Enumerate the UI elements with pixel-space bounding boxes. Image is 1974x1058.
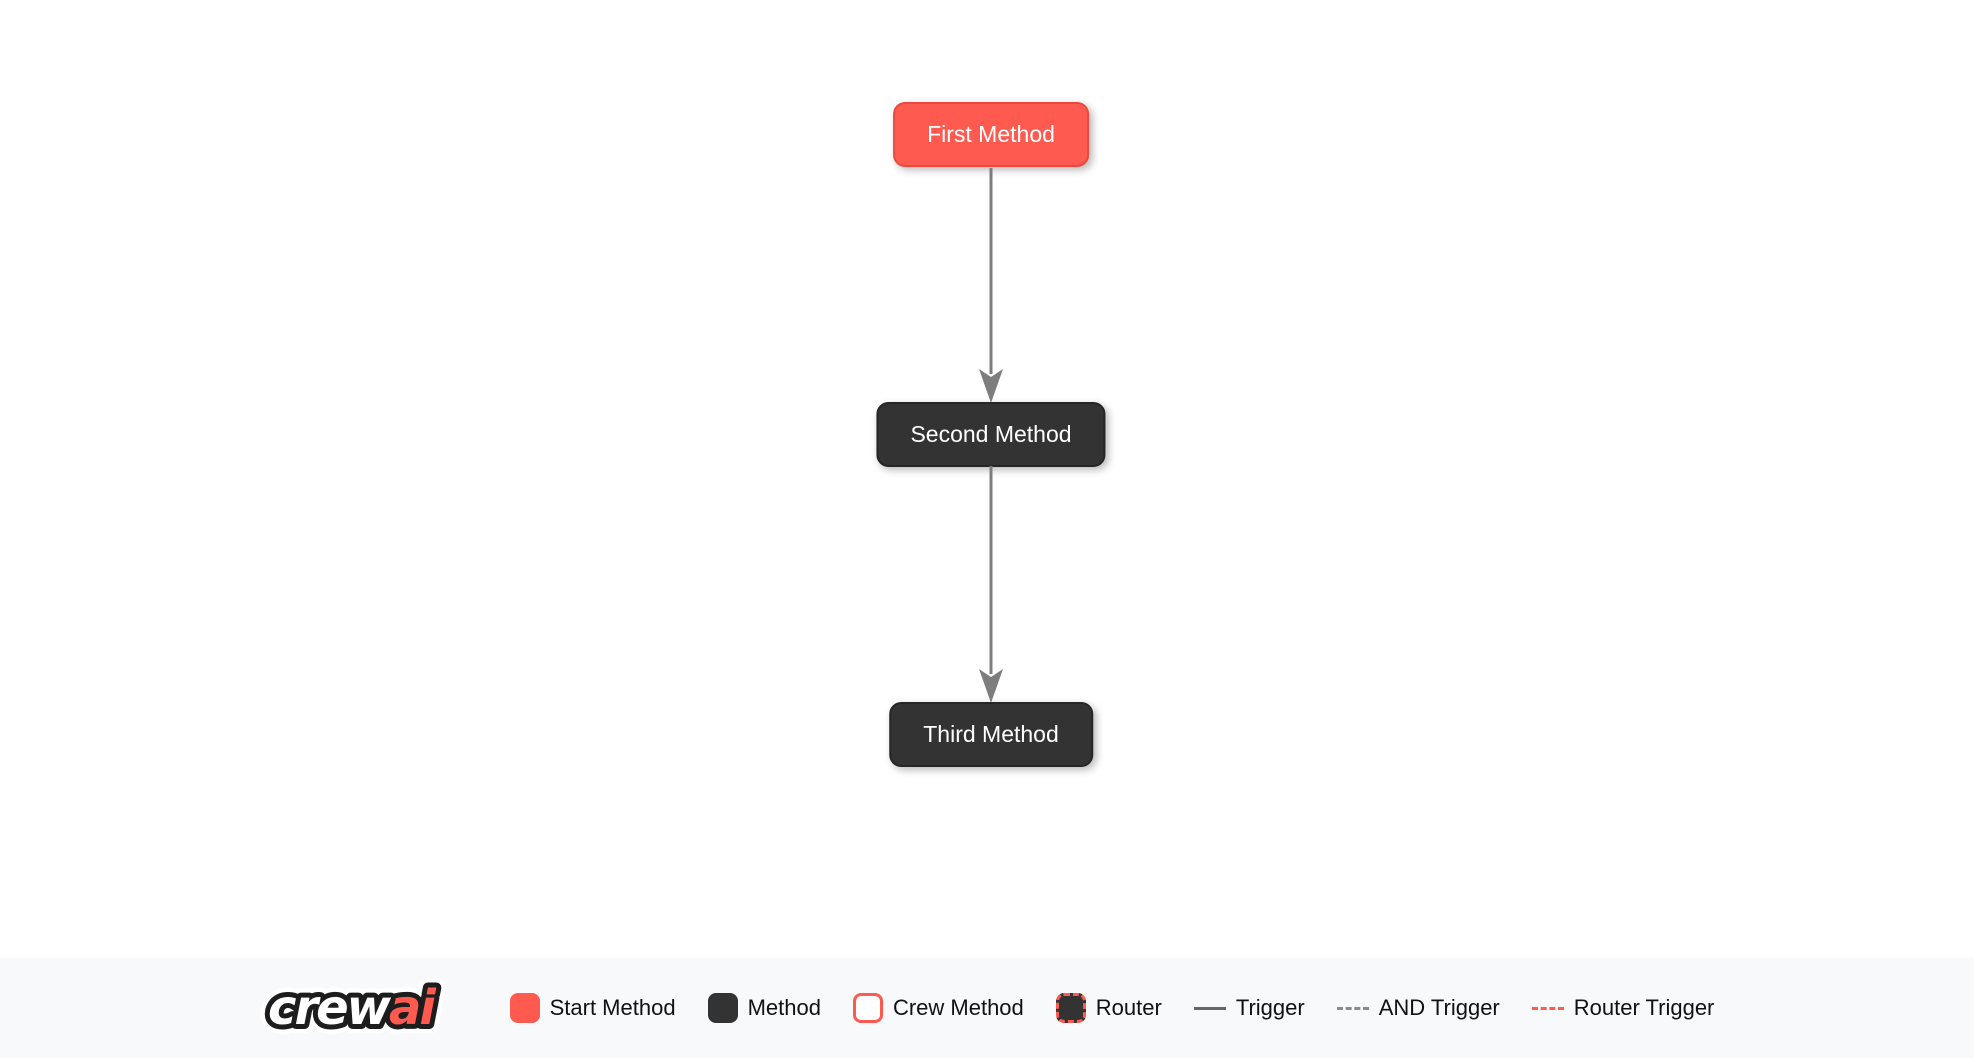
- svg-text:crewai: crewai: [268, 980, 436, 1036]
- legend-label: Trigger: [1235, 995, 1305, 1020]
- legend-label: Router Trigger: [1573, 995, 1715, 1020]
- arrowhead-icon: [979, 369, 1003, 403]
- svg-text:crewai: crewai: [268, 980, 436, 1036]
- legend-label: Router: [1095, 995, 1162, 1020]
- arrowhead-icon: [979, 669, 1003, 703]
- trigger-edge-first-to-second: [979, 168, 1003, 403]
- node-third-method[interactable]: Third Method: [889, 702, 1093, 767]
- legend-item-method: Method: [707, 993, 821, 1023]
- start-method-swatch-icon: [509, 993, 540, 1023]
- trigger-line-icon: [1193, 1006, 1226, 1010]
- node-label: First Method: [927, 121, 1055, 147]
- legend-label: Start Method: [549, 995, 676, 1020]
- crew-method-swatch-icon: [852, 993, 883, 1023]
- crewai-logo: crewai crewai crewai: [258, 966, 482, 1051]
- node-label: Third Method: [923, 721, 1059, 747]
- legend-item-start-method: Start Method: [509, 993, 676, 1023]
- legend-item-router-trigger: Router Trigger: [1531, 995, 1715, 1021]
- legend-item-and-trigger: AND Trigger: [1336, 995, 1500, 1021]
- legend-label: Method: [747, 995, 821, 1020]
- legend-bar: crewai crewai crewai Start Method Method…: [0, 958, 1974, 1058]
- legend-items: Start Method Method Crew Method Router T…: [509, 993, 1715, 1023]
- method-swatch-icon: [707, 993, 738, 1023]
- crewai-logo-icon: crewai crewai crewai: [258, 970, 447, 1045]
- node-second-method[interactable]: Second Method: [876, 402, 1106, 467]
- trigger-edge-second-to-third: [979, 466, 1003, 703]
- legend-item-crew-method: Crew Method: [852, 993, 1024, 1023]
- legend-item-router: Router: [1055, 993, 1162, 1023]
- node-first-method[interactable]: First Method: [893, 102, 1089, 167]
- router-swatch-icon: [1055, 993, 1086, 1023]
- svg-text:crewai: crewai: [268, 980, 436, 1036]
- node-label: Second Method: [910, 421, 1072, 447]
- flow-canvas[interactable]: First Method Second Method Third Method: [0, 0, 1974, 958]
- legend-label: AND Trigger: [1378, 995, 1500, 1020]
- and-trigger-line-icon: [1336, 1006, 1369, 1010]
- router-trigger-line-icon: [1531, 1006, 1564, 1010]
- legend-item-trigger: Trigger: [1193, 995, 1305, 1021]
- legend-label: Crew Method: [892, 995, 1024, 1020]
